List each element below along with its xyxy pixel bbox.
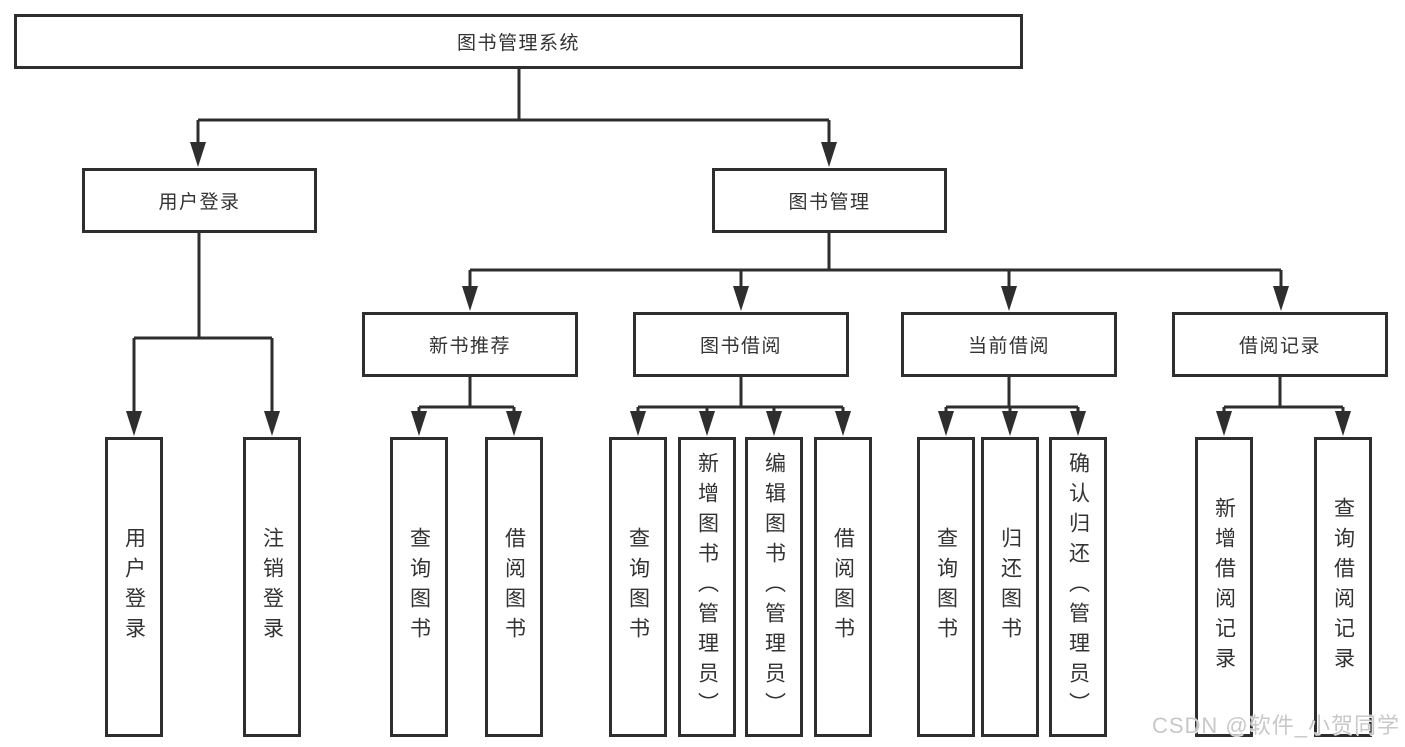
leaf-bb-query-books: 查询图书 <box>609 437 667 737</box>
node-root-label: 图书管理系统 <box>456 33 580 54</box>
node-book-management-label: 图书管理 <box>788 192 871 213</box>
leaf-cb-return-books: 归还图书 <box>981 437 1039 737</box>
node-root-system: 图书管理系统 <box>14 14 1023 69</box>
leaf-br-add-record: 新增借阅记录 <box>1195 437 1253 737</box>
leaf-cb-query-books-label: 查询图书 <box>934 527 958 647</box>
leaf-rec-borrow-books: 借阅图书 <box>485 437 543 737</box>
node-user-login-label: 用户登录 <box>158 192 241 213</box>
node-book-borrowing-label: 图书借阅 <box>699 336 782 357</box>
leaf-bb-edit-books-admin: 编辑图书（管理员） <box>745 437 803 737</box>
leaf-logout: 注销登录 <box>243 437 301 737</box>
node-book-borrowing: 图书借阅 <box>633 312 849 377</box>
csdn-watermark: CSDN @软件_小贺同学 <box>1151 713 1400 738</box>
leaf-logout-label: 注销登录 <box>260 527 284 647</box>
leaf-rec-query-books: 查询图书 <box>390 437 448 737</box>
leaf-bb-borrow-books-label: 借阅图书 <box>831 527 855 647</box>
leaf-bb-edit-books-admin-label: 编辑图书（管理员） <box>762 452 786 722</box>
node-user-login: 用户登录 <box>82 168 317 233</box>
node-borrowing-records: 借阅记录 <box>1172 312 1388 377</box>
leaf-br-query-record: 查询借阅记录 <box>1314 437 1372 737</box>
leaf-br-query-record-label: 查询借阅记录 <box>1331 497 1355 677</box>
leaf-rec-query-books-label: 查询图书 <box>407 527 431 647</box>
leaf-bb-borrow-books: 借阅图书 <box>814 437 872 737</box>
leaf-user-login: 用户登录 <box>105 437 163 737</box>
node-new-book-recommend: 新书推荐 <box>362 312 578 377</box>
leaf-cb-confirm-return-admin: 确认归还（管理员） <box>1049 437 1107 737</box>
node-borrowing-records-label: 借阅记录 <box>1238 336 1321 357</box>
leaf-rec-borrow-books-label: 借阅图书 <box>502 527 526 647</box>
leaf-br-add-record-label: 新增借阅记录 <box>1212 497 1236 677</box>
leaf-cb-query-books: 查询图书 <box>917 437 975 737</box>
leaf-bb-add-books-admin: 新增图书（管理员） <box>678 437 736 737</box>
leaf-bb-add-books-admin-label: 新增图书（管理员） <box>695 452 719 722</box>
node-new-book-recommend-label: 新书推荐 <box>428 336 511 357</box>
leaf-user-login-label: 用户登录 <box>122 527 146 647</box>
leaf-cb-confirm-return-admin-label: 确认归还（管理员） <box>1066 452 1090 722</box>
node-book-management: 图书管理 <box>712 168 947 233</box>
node-current-borrowing-label: 当前借阅 <box>967 336 1050 357</box>
leaf-bb-query-books-label: 查询图书 <box>626 527 650 647</box>
leaf-cb-return-books-label: 归还图书 <box>998 527 1022 647</box>
node-current-borrowing: 当前借阅 <box>901 312 1117 377</box>
